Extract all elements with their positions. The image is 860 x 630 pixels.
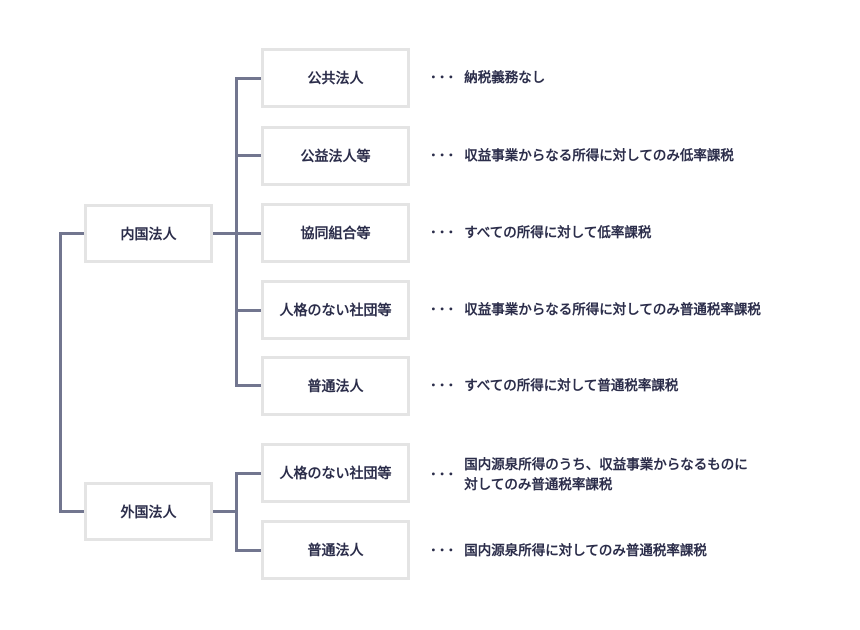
connector-root-domestic [59,232,85,235]
separator-dots: ･･･ [430,70,457,86]
node-domestic-corporation: 内国法人 [84,204,213,263]
node-label: 人格のない社団等 [279,303,392,319]
node-cooperative: 協同組合等 [261,203,410,263]
node-label: 人格のない社団等 [279,466,392,482]
connector-ordinary-foreign [235,549,262,552]
node-unincorporated-association-foreign: 人格のない社団等 [261,443,410,503]
node-public-interest-corporation: 公益法人等 [261,126,410,186]
separator-dots: ･･･ [430,467,457,483]
description-public: ･･･ 納税義務なし [430,68,545,88]
domestic-branch-stub [211,232,237,235]
description-text: 国内源泉所得のうち、収益事業からなるものに対してのみ普通税率課税 [464,455,748,495]
description-line-2: 対してのみ普通税率課税 [464,477,613,493]
description-text: すべての所得に対して普通税率課税 [464,378,679,394]
description-text: 国内源泉所得に対してのみ普通税率課税 [464,543,707,559]
separator-dots: ･･･ [430,225,457,241]
node-public-corporation: 公共法人 [261,48,410,108]
separator-dots: ･･･ [430,302,457,318]
node-ordinary-corporation-domestic: 普通法人 [261,356,410,416]
node-label: 内国法人 [120,226,177,243]
node-unincorporated-association-domestic: 人格のない社団等 [261,280,410,340]
node-label: 普通法人 [307,379,364,395]
node-label: 普通法人 [307,543,364,559]
description-unincorporated-foreign: ･･･ 国内源泉所得のうち、収益事業からなるものに対してのみ普通税率課税 [430,455,748,495]
separator-dots: ･･･ [430,148,457,164]
node-label: 外国法人 [120,504,177,521]
connector-cooperative [235,232,262,235]
foreign-branch-line [235,472,238,552]
connector-public-interest [235,154,262,157]
trunk-line [59,232,62,513]
node-label: 協同組合等 [300,226,371,242]
foreign-branch-stub [211,510,237,513]
connector-public [235,77,262,80]
description-line-1: 国内源泉所得のうち、収益事業からなるものに [464,457,748,473]
connector-unincorporated-domestic [235,309,262,312]
description-cooperative: ･･･ すべての所得に対して低率課税 [430,223,651,243]
separator-dots: ･･･ [430,543,457,559]
node-label: 公益法人等 [300,149,371,165]
description-unincorporated-domestic: ･･･ 収益事業からなる所得に対してのみ普通税率課税 [430,300,761,320]
separator-dots: ･･･ [430,378,457,394]
connector-root-foreign [59,510,85,513]
connector-unincorporated-foreign [235,472,262,475]
description-ordinary-domestic: ･･･ すべての所得に対して普通税率課税 [430,376,678,396]
description-text: 納税義務なし [464,70,546,86]
description-text: 収益事業からなる所得に対してのみ低率課税 [464,148,734,164]
description-text: 収益事業からなる所得に対してのみ普通税率課税 [464,302,761,318]
node-label: 公共法人 [307,71,364,87]
description-public-interest: ･･･ 収益事業からなる所得に対してのみ低率課税 [430,146,734,166]
connector-ordinary-domestic [235,384,262,387]
description-text: すべての所得に対して低率課税 [464,225,652,241]
node-foreign-corporation: 外国法人 [84,482,213,541]
description-ordinary-foreign: ･･･ 国内源泉所得に対してのみ普通税率課税 [430,541,707,561]
node-ordinary-corporation-foreign: 普通法人 [261,520,410,580]
